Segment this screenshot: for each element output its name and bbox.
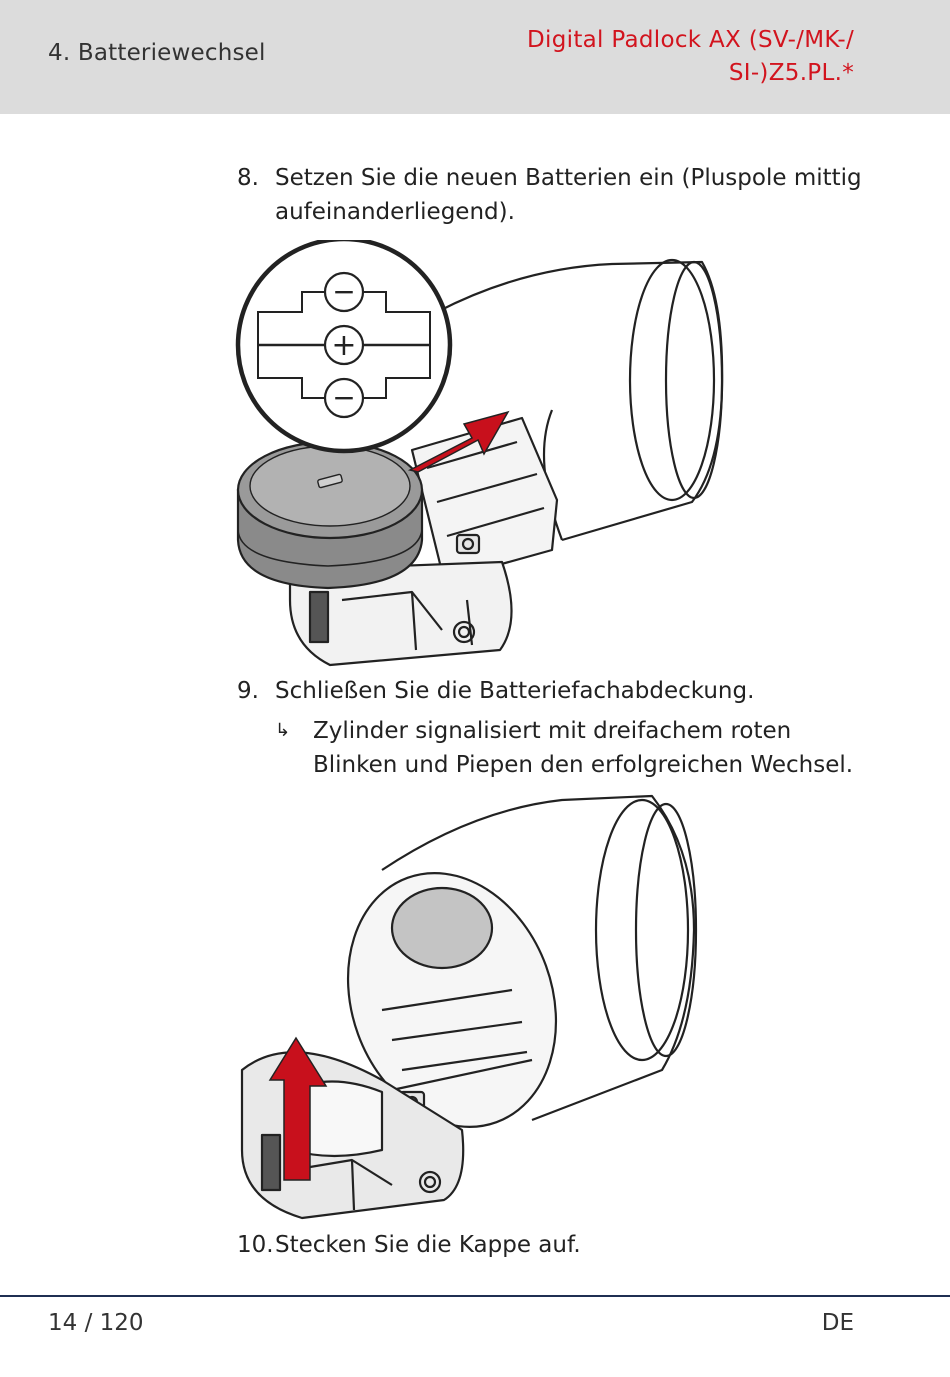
close-arrow-icon — [268, 1036, 328, 1181]
cover-close-illustration — [240, 794, 698, 1220]
page-header: 4. Batteriewechsel Digital Padlock AX (S… — [0, 0, 950, 114]
minus-circle-icon — [323, 377, 365, 419]
result-arrow-icon: ↳ — [275, 720, 291, 741]
cylinder-ring — [628, 258, 716, 502]
polarity-minus-top: − — [332, 275, 355, 308]
step-text: Schließen Sie die Batteriefachabdeckung. — [275, 678, 755, 704]
step-number: 10. — [237, 1232, 274, 1258]
step-number: 9. — [237, 678, 259, 704]
insert-arrow-icon — [407, 410, 510, 473]
polarity-minus-bottom: − — [332, 381, 355, 414]
document-title-line-2: SI-)Z5.PL.* — [728, 60, 854, 86]
plus-circle-icon — [323, 324, 365, 366]
section-title: 4. Batteriewechsel — [48, 40, 266, 66]
step-number: 8. — [237, 165, 259, 191]
language-code: DE — [821, 1310, 854, 1336]
cylinder-ring — [594, 798, 690, 1062]
step-text: Stecken Sie die Kappe auf. — [275, 1232, 581, 1258]
document-title: Digital Padlock AX (SV-/MK-/ SI-)Z5.PL.* — [434, 24, 854, 90]
polarity-plus: + — [331, 328, 356, 363]
coin-cells — [236, 440, 424, 590]
minus-circle-icon — [323, 271, 365, 313]
battery-insert-illustration: − + − — [235, 240, 724, 667]
result-text: Zylinder signalisiert mit dreifachem rot… — [313, 718, 854, 778]
cylinder-rear-ring — [664, 260, 724, 500]
page-number: 14 / 120 — [48, 1310, 144, 1336]
step-text: Setzen Sie die neuen Batterien ein (Plus… — [275, 165, 862, 225]
cylinder-rear-ring — [634, 802, 698, 1058]
document-title-line-1: Digital Padlock AX (SV-/MK-/ — [527, 27, 854, 53]
footer-divider — [0, 1295, 950, 1297]
polarity-inset: − + − — [235, 240, 453, 454]
